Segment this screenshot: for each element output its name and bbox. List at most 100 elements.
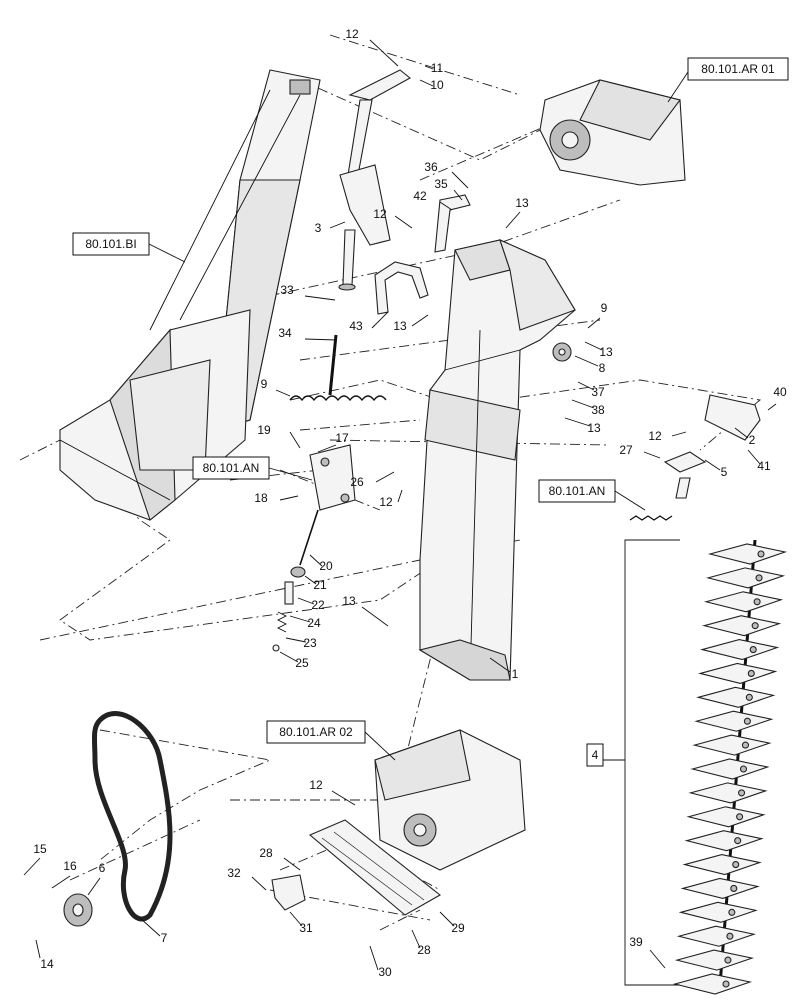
- callout-leader: [35, 939, 41, 959]
- callout-14: 14: [40, 957, 54, 971]
- callout-28: 28: [259, 846, 273, 860]
- callout-leader: [419, 79, 434, 87]
- chain-flight: [678, 901, 758, 923]
- callout-15: 15: [33, 842, 47, 856]
- callout-leader: [439, 911, 455, 927]
- callout-leader: [297, 597, 315, 605]
- lower-drive-housing: [374, 729, 526, 871]
- callout-leader: [489, 657, 511, 673]
- chain-link: [736, 813, 744, 821]
- callout-10: 10: [430, 78, 444, 92]
- callout-12: 12: [373, 207, 387, 221]
- callout-leader: [564, 417, 591, 427]
- callout-38: 38: [591, 403, 605, 417]
- callout-12: 12: [648, 429, 662, 443]
- callout-32: 32: [227, 866, 241, 880]
- chain-flight: [705, 567, 786, 589]
- callout-41: 41: [757, 459, 771, 473]
- callout-leader: [304, 575, 317, 585]
- top-guard-assembly: [539, 79, 686, 186]
- callout-leader: [439, 201, 453, 211]
- callout-leader: [309, 554, 323, 567]
- svg-text:80.101.AN: 80.101.AN: [549, 484, 606, 498]
- callout-leader: [371, 311, 389, 329]
- ref-box-an-left[interactable]: 80.101.AN: [192, 456, 313, 481]
- chain-link: [732, 861, 740, 869]
- item4-bracket: [624, 539, 680, 986]
- bracket-31: [271, 874, 306, 911]
- tensioner-2: [629, 394, 761, 521]
- callout-leader: [304, 338, 337, 341]
- callout-leader: [275, 389, 291, 397]
- callout-39: 39: [629, 935, 643, 949]
- callout-13: 13: [393, 319, 407, 333]
- chain-link: [755, 574, 763, 582]
- chain-flight: [698, 662, 778, 685]
- callout-leader: [411, 314, 429, 327]
- callout-leader: [304, 295, 336, 301]
- drive-belt: [91, 711, 173, 922]
- chain-link: [728, 908, 736, 916]
- chain-flight: [690, 758, 770, 780]
- callout-21: 21: [313, 578, 327, 592]
- callout-leader: [331, 790, 356, 806]
- callout-leader: [251, 876, 267, 891]
- callout-leader: [329, 221, 346, 229]
- callout-leader: [734, 427, 749, 439]
- adjuster-20-25: [272, 509, 319, 652]
- callout-leader: [317, 444, 337, 453]
- chain-flight: [701, 615, 782, 637]
- callout-leader: [285, 637, 307, 643]
- callout-13: 13: [587, 421, 601, 435]
- chain-link: [722, 980, 730, 988]
- callout-34: 34: [278, 326, 292, 340]
- callout-leader: [643, 451, 661, 459]
- callout-leader: [411, 929, 421, 949]
- callout-leader: [767, 403, 777, 411]
- callout-leader: [505, 211, 521, 229]
- callout-12: 12: [309, 778, 323, 792]
- callout-leader: [51, 875, 71, 889]
- chain-flight: [672, 973, 753, 995]
- ref-box-ar02[interactable]: 80.101.AR 02: [266, 720, 396, 761]
- callout-33: 33: [280, 283, 294, 297]
- callout-42: 42: [413, 189, 427, 203]
- chain-flight: [674, 949, 755, 971]
- plate-17: [309, 444, 356, 511]
- callout-leader: [369, 39, 399, 67]
- ref-box-bi[interactable]: 80.101.BI: [72, 232, 186, 263]
- chain-link: [751, 622, 759, 630]
- callout-36: 36: [424, 160, 438, 174]
- callout-28: 28: [417, 943, 431, 957]
- callout-37: 37: [591, 385, 605, 399]
- callout-leader: [279, 651, 299, 663]
- chain-flight: [676, 925, 756, 947]
- chain-link: [726, 932, 734, 940]
- callout-20: 20: [319, 559, 333, 573]
- chain-flight: [688, 782, 768, 804]
- ref-box-ar01[interactable]: 80.101.AR 01: [667, 57, 789, 103]
- callout-leader: [394, 215, 413, 229]
- elevator-housing: [418, 238, 576, 681]
- callout-leader: [289, 911, 303, 927]
- chain-link: [734, 837, 742, 845]
- ref-box-an-right[interactable]: 80.101.AN: [538, 479, 646, 511]
- callout-leader: [369, 945, 379, 971]
- chain-link: [738, 789, 746, 797]
- callout-leader: [649, 949, 666, 969]
- chain-link: [724, 956, 732, 964]
- callout-3: 3: [315, 221, 322, 235]
- callout-16: 16: [63, 859, 77, 873]
- rod-34: [328, 334, 338, 396]
- callout-7: 7: [161, 931, 168, 945]
- callout-leader: [279, 495, 299, 501]
- callout-19: 19: [257, 423, 271, 437]
- chain-link: [747, 669, 755, 677]
- svg-text:80.101.AR 02: 80.101.AR 02: [279, 725, 353, 739]
- chain-flight: [682, 853, 762, 876]
- callout-18: 18: [254, 491, 268, 505]
- callout-23: 23: [303, 636, 317, 650]
- callout-leader: [577, 381, 595, 391]
- callout-9: 9: [261, 377, 268, 391]
